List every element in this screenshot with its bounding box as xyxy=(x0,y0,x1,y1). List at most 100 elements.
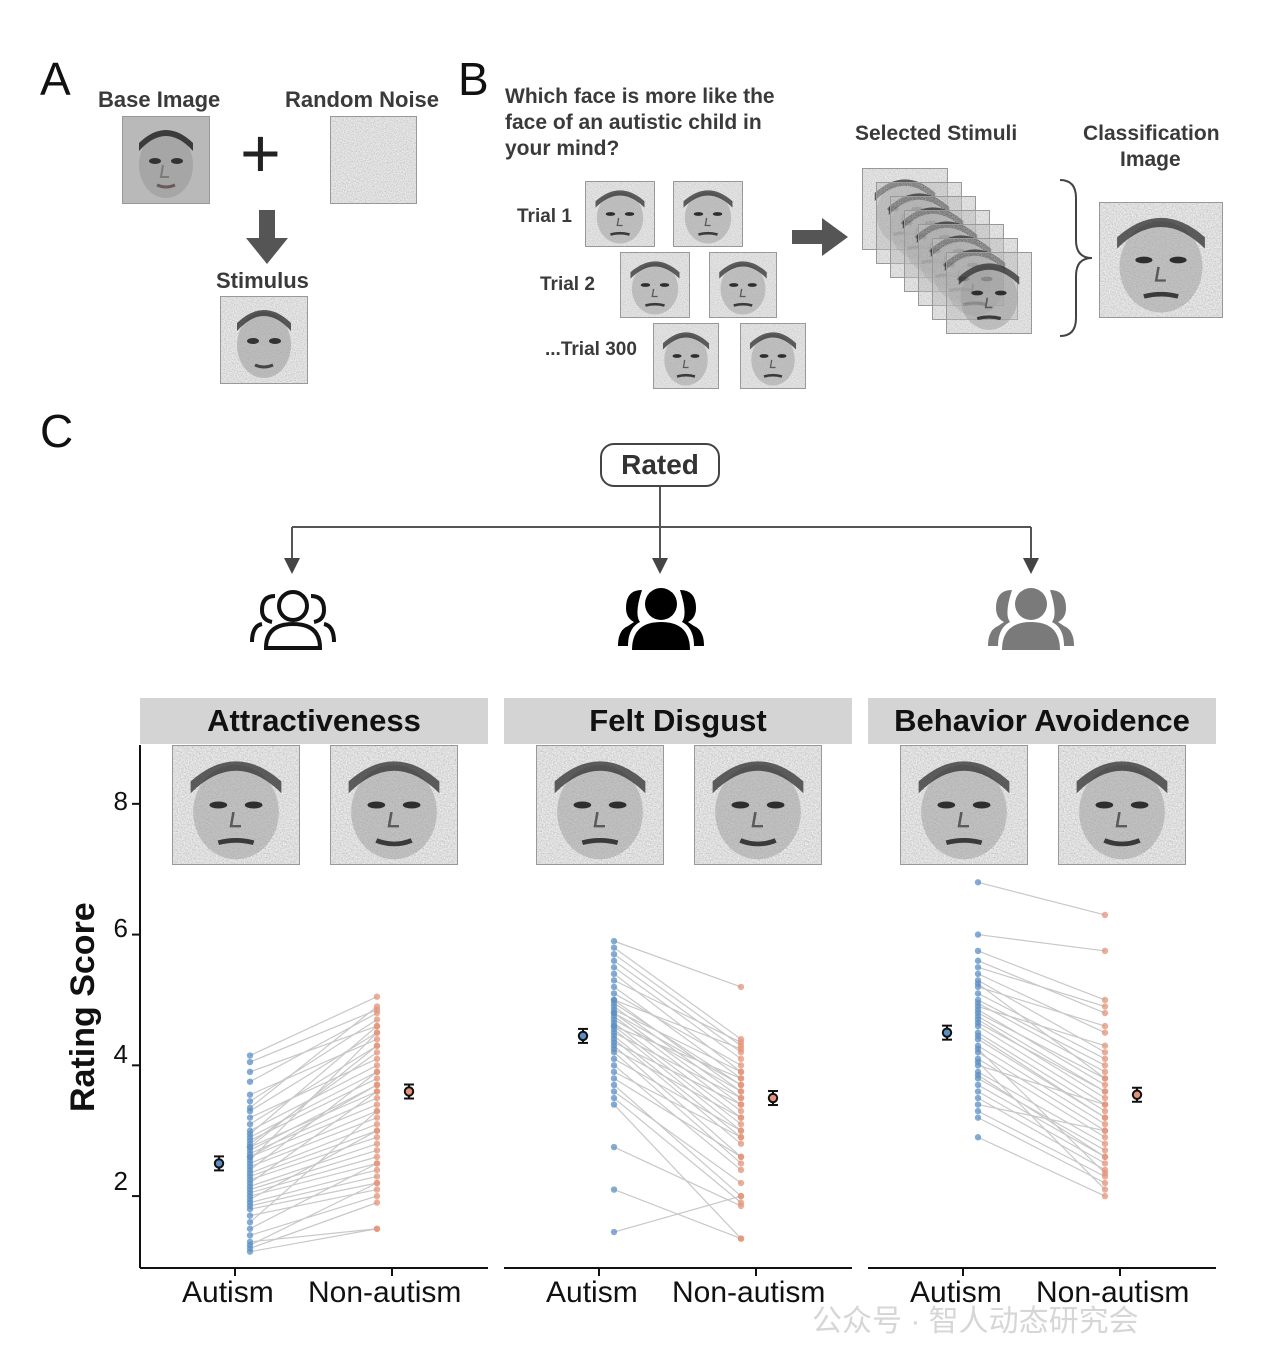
pair-line xyxy=(249,996,378,1057)
non-autism-point xyxy=(373,1179,381,1187)
pair-line xyxy=(249,1084,378,1158)
autism-mean-point xyxy=(577,1030,589,1042)
non-autism-point xyxy=(373,1009,381,1017)
rated-connector xyxy=(284,487,1039,574)
pair-line xyxy=(613,999,742,1050)
autism-point xyxy=(610,964,618,971)
non-autism-point xyxy=(1101,1147,1109,1154)
pair-line xyxy=(613,1041,742,1106)
pair-line xyxy=(977,1019,1106,1099)
pair-line xyxy=(977,1032,1106,1112)
pair-line xyxy=(613,1058,742,1132)
autism-point xyxy=(974,964,982,971)
pair-line xyxy=(613,1032,742,1099)
non-autism-point xyxy=(1101,1081,1109,1089)
pair-line xyxy=(249,1058,378,1119)
pair-line xyxy=(249,1051,378,1145)
non-autism-point xyxy=(373,1042,381,1049)
autism-point xyxy=(610,1055,618,1063)
pair-line xyxy=(977,933,1106,952)
pair-line xyxy=(249,1091,378,1184)
pair-line xyxy=(613,1002,742,1086)
non-autism-point xyxy=(373,1140,381,1147)
pair-line xyxy=(613,1091,742,1184)
non-autism-point xyxy=(1101,996,1109,1004)
non-autism-point xyxy=(373,1134,381,1141)
autism-point xyxy=(246,1225,254,1232)
pair-line xyxy=(977,1005,1106,1047)
pair-line xyxy=(977,1071,1106,1145)
pair-line xyxy=(977,1103,1106,1132)
pair-line xyxy=(613,979,742,1043)
non-autism-point xyxy=(1101,1127,1109,1134)
non-autism-point xyxy=(373,1107,381,1115)
pair-line xyxy=(249,1188,378,1217)
pair-line xyxy=(249,1025,378,1073)
non-autism-point xyxy=(1101,1120,1109,1128)
autism-point xyxy=(246,1232,254,1239)
y-tick-label-6: 6 xyxy=(113,913,128,943)
non-autism-point xyxy=(373,1075,381,1082)
autism-point xyxy=(610,1094,618,1102)
autism-point xyxy=(610,1143,618,1151)
autism-point xyxy=(610,937,618,945)
autism-point xyxy=(610,1101,618,1108)
pair-line xyxy=(249,1006,378,1109)
panel-c-letter: C xyxy=(40,405,74,457)
non-autism-point xyxy=(737,1160,745,1167)
autism-point xyxy=(974,1032,982,1040)
pair-line xyxy=(249,1019,378,1102)
selected-stimulus-face xyxy=(946,252,1032,334)
autism-point xyxy=(610,944,618,951)
non-autism-point xyxy=(737,1055,745,1063)
panel-b-letter: B xyxy=(458,53,489,105)
pair-line xyxy=(613,1195,742,1233)
panel-a-letter: A xyxy=(40,53,71,105)
pair-line xyxy=(249,1009,378,1063)
autism-point xyxy=(246,1143,254,1151)
non-autism-mean-point xyxy=(1131,1089,1143,1100)
pair-line xyxy=(613,1071,742,1138)
pair-line xyxy=(249,1123,378,1174)
pair-line xyxy=(249,1195,378,1236)
selected-stimuli-label: Selected Stimuli xyxy=(855,122,1018,145)
non-autism-point xyxy=(737,1235,745,1242)
facet-non-autism-face xyxy=(330,745,458,865)
pair-line xyxy=(613,953,742,1047)
non-autism-point xyxy=(1101,1160,1109,1167)
random-noise-image xyxy=(330,116,417,204)
non-autism-point xyxy=(737,1094,745,1102)
non-autism-point xyxy=(373,1192,381,1200)
pair-line xyxy=(249,1071,378,1138)
pair-line xyxy=(977,1009,1106,1086)
non-autism-point xyxy=(1101,1170,1109,1177)
non-autism-point xyxy=(373,1081,381,1089)
classification-line-1: Classification xyxy=(1083,122,1220,145)
pair-line xyxy=(613,1045,742,1158)
classification-face xyxy=(1099,202,1223,318)
autism-point xyxy=(974,1058,982,1066)
pair-line xyxy=(249,1149,378,1191)
autism-point xyxy=(246,1104,254,1112)
pair-line xyxy=(977,983,1106,1079)
non-autism-point xyxy=(373,1022,381,1030)
autism-point xyxy=(974,1019,982,1027)
autism-point xyxy=(246,1078,254,1085)
non-autism-point xyxy=(737,1107,745,1115)
non-autism-point xyxy=(1101,1107,1109,1115)
non-autism-point xyxy=(1101,1114,1109,1121)
non-autism-point xyxy=(1101,1101,1109,1108)
pair-line xyxy=(977,1002,1106,1073)
non-autism-point xyxy=(373,1160,381,1167)
pair-line xyxy=(977,1035,1106,1119)
base-image-label: Base Image xyxy=(98,87,221,112)
non-autism-point xyxy=(1101,1022,1109,1030)
pair-line xyxy=(613,1012,742,1086)
autism-point xyxy=(610,1049,618,1056)
non-autism-mean-point xyxy=(403,1086,415,1097)
non-autism-point xyxy=(1101,911,1109,919)
autism-point xyxy=(246,1068,254,1076)
autism-point xyxy=(246,1219,254,1226)
pair-line xyxy=(977,979,1106,1053)
x-label-autism-2: Autism xyxy=(546,1276,638,1309)
